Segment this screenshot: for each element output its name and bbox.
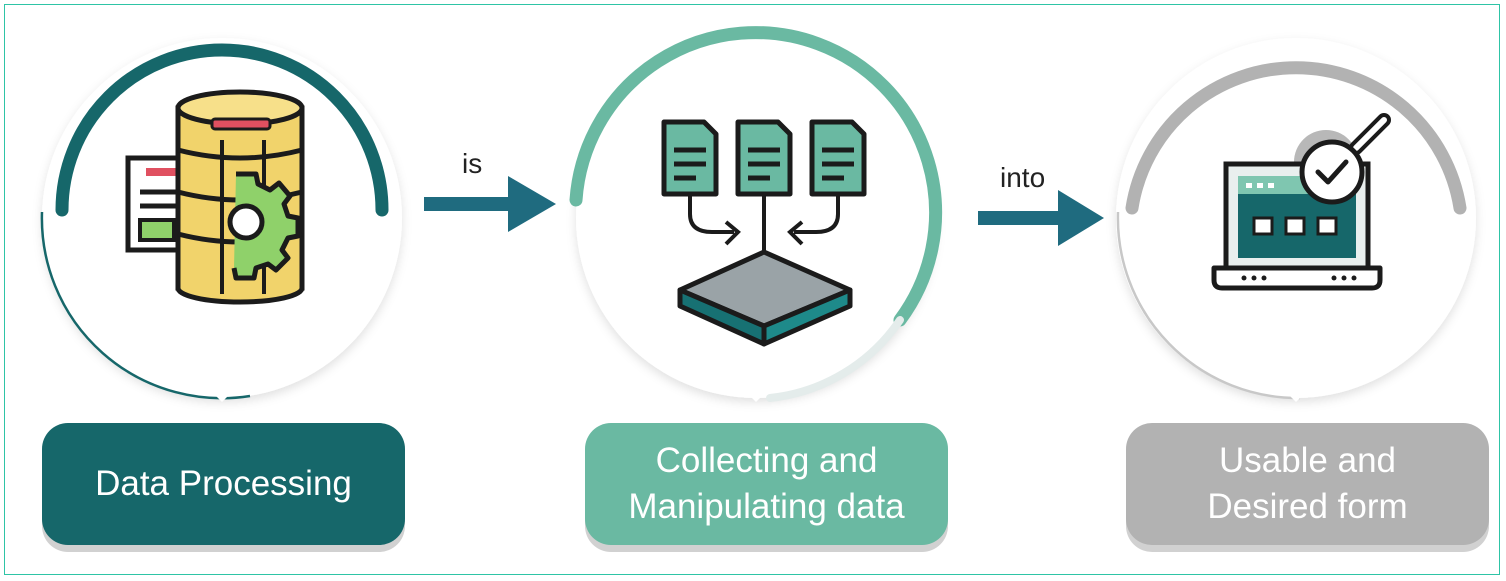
documents-into-box-icon: [661, 119, 867, 347]
step-2-label: Collecting and Manipulating data: [585, 423, 948, 545]
step-3-label: Usable and Desired form: [1126, 423, 1489, 545]
document-icon: [735, 119, 793, 197]
document-icon: [661, 119, 719, 197]
connector-arrow-1: [424, 176, 556, 232]
laptop-magnifier-check-icon: [1211, 113, 1391, 291]
document-icon: [809, 119, 867, 197]
connector-arrow-2: [978, 190, 1104, 246]
database-gear-document-icon: [125, 89, 305, 305]
step-1-label: Data Processing: [42, 423, 405, 545]
connector-label-is: is: [462, 148, 483, 179]
connector-label-into: into: [1000, 162, 1046, 193]
step-2-circle: [569, 26, 943, 402]
diagram-frame: [4, 4, 1500, 575]
